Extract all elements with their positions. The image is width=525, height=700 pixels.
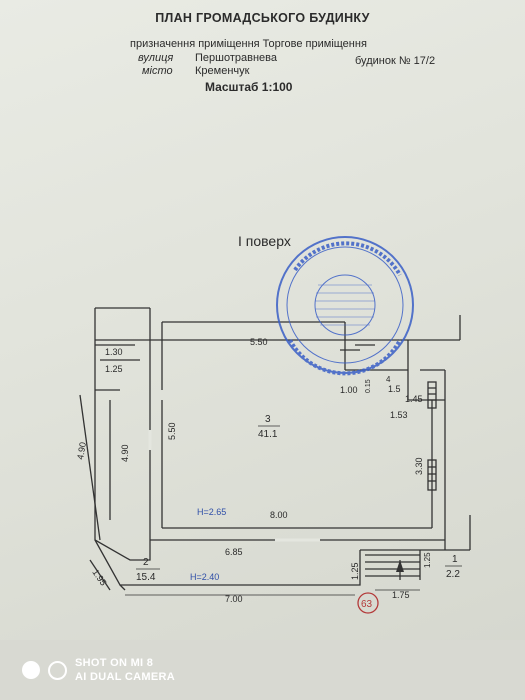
dim-label: 4.90 [120, 444, 130, 462]
room-area: 2.2 [446, 569, 460, 580]
dim-label: 1.25 [423, 552, 432, 568]
room-labels: 3 41.1 2 15.4 4 1 2.2 [136, 375, 462, 583]
street-label: вулиця [138, 52, 174, 64]
room-number: 4 [386, 375, 391, 384]
dim-label: 1.5 [388, 384, 401, 394]
dim-label: 4.90 [75, 441, 88, 460]
room-number: 3 [265, 414, 271, 425]
room-purpose: призначення приміщення Торгове приміщенн… [130, 38, 367, 50]
floor-plan: 1.30 1.25 5.50 5.50 4.90 4.90 8.00 6.85 … [75, 236, 471, 614]
dim-label: 1.25 [105, 364, 123, 374]
dim-label: 1.25 [350, 562, 360, 580]
dim-label: 8.00 [270, 510, 288, 520]
dim-label: 7.00 [225, 594, 243, 604]
plot-number-circle [357, 592, 379, 614]
dim-label: 1.53 [390, 410, 408, 420]
watermark-line-2: AI DUAL CAMERA [75, 671, 175, 683]
arrow-up-icon [396, 560, 404, 572]
street-value: Першотравнева [195, 52, 277, 64]
city-value: Кременчук [195, 65, 250, 77]
watermark-text: SHOT ON MI 8 AI DUAL CAMERA [75, 656, 175, 684]
room-area: 41.1 [258, 429, 278, 440]
dim-label: 3.30 [414, 457, 424, 475]
floor-label: I поверх [238, 233, 291, 249]
room-number: 2 [143, 557, 149, 568]
scale-label: Масштаб 1:100 [205, 80, 293, 94]
plan-dimensions: 1.30 1.25 5.50 5.50 4.90 4.90 8.00 6.85 … [75, 337, 432, 604]
dim-label: 1.00 [340, 385, 358, 395]
height-label: H=2.40 [190, 572, 219, 582]
dim-label: 5.50 [167, 422, 177, 440]
document-title: ПЛАН ГРОМАДСЬКОГО БУДИНКУ [155, 11, 370, 25]
dim-label: 0.15 [365, 379, 372, 393]
camera-watermark: SHOT ON MI 8 AI DUAL CAMERA [22, 650, 175, 690]
official-stamp [276, 236, 414, 376]
dim-label: 6.85 [225, 547, 243, 557]
plot-number: 63 [361, 599, 373, 610]
height-label: H=2.65 [197, 507, 226, 517]
photo-bottom-area [0, 640, 525, 700]
building-number: будинок № 17/2 [355, 55, 436, 67]
document-page: ПЛАН ГРОМАДСЬКОГО БУДИНКУ призначення пр… [0, 0, 525, 640]
dim-label: 1.30 [105, 347, 123, 357]
dim-label: 5.50 [250, 337, 268, 347]
watermark-line-1: SHOT ON MI 8 [75, 657, 154, 669]
room-number: 1 [452, 554, 458, 565]
ring-icon [48, 660, 67, 680]
circle-icon [22, 661, 40, 679]
city-label: місто [142, 65, 173, 77]
plan-walls [79, 307, 471, 596]
dim-label: 1.75 [392, 590, 410, 600]
dim-label: 1.45 [405, 394, 423, 404]
room-area: 15.4 [136, 572, 156, 583]
